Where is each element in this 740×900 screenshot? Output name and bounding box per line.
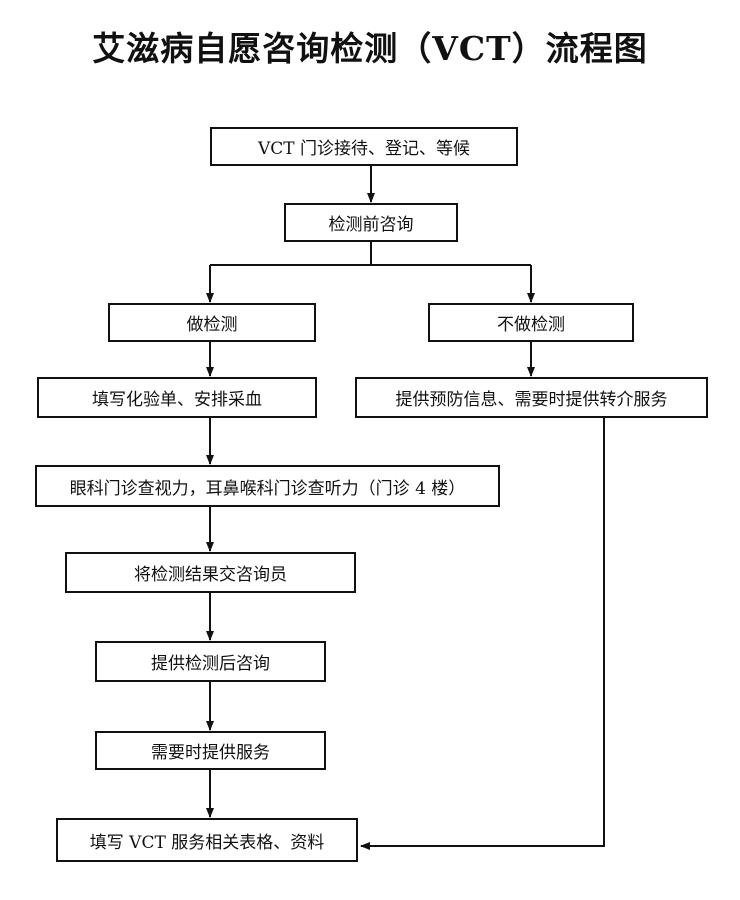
arrow-prevention-to-forms (360, 417, 605, 850)
step-results-to-counselor: 将检测结果交咨询员 (65, 552, 356, 593)
step-post-test-counseling: 提供检测后咨询 (95, 641, 326, 682)
step-eye-ent-check: 眼科门诊查视力，耳鼻喉科门诊查听力（门诊 4 楼） (35, 465, 500, 507)
step-fill-forms: 填写 VCT 服务相关表格、资料 (56, 818, 358, 862)
step-provide-services: 需要时提供服务 (95, 731, 326, 770)
step-no-test: 不做检测 (428, 303, 634, 342)
step-reception: VCT 门诊接待、登记、等候 (210, 127, 518, 166)
step-pre-test-counseling: 检测前咨询 (284, 203, 458, 242)
step-do-test: 做检测 (108, 303, 316, 342)
page-title: 艾滋病自愿咨询检测（VCT）流程图 (92, 29, 648, 68)
step-prevention-referral: 提供预防信息、需要时提供转介服务 (355, 377, 708, 418)
step-fill-lab-form: 填写化验单、安排采血 (37, 377, 317, 418)
branch-line (210, 241, 372, 266)
